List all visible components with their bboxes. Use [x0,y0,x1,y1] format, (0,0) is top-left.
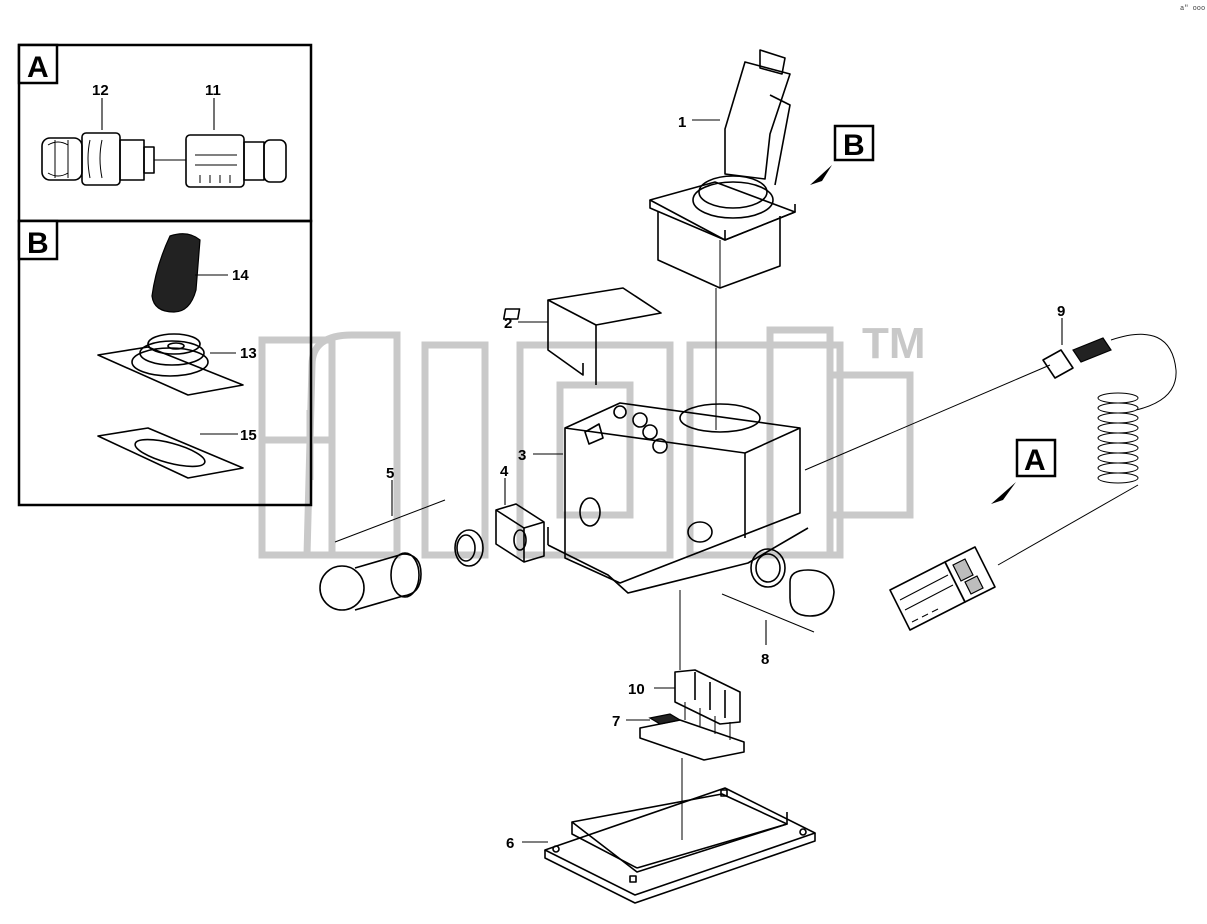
part-label-8: 8 [761,651,769,668]
grip-14 [151,233,201,313]
base-plate-6 [544,787,816,904]
watermark-letter-4 [516,341,674,559]
connector-11 [185,134,287,188]
inset-a-frame [17,43,313,223]
nut-4 [495,503,545,563]
inset-b-frame [17,219,313,507]
callout-b-arrow [810,165,832,185]
callout-a-label: A [1024,444,1046,477]
part-label-3: 3 [518,447,526,464]
relay-10 [674,669,741,740]
cap-8 [750,548,835,617]
inset-a-label-box [17,43,59,85]
corner-mark: a" ooo [1180,5,1205,13]
callout-b-box [833,124,875,162]
inset-a-label: A [27,51,49,84]
cable-9 [997,333,1177,566]
part-label-14: 14 [232,267,249,284]
part-label-4: 4 [500,463,509,480]
watermark-tm: TM [862,319,926,368]
gasket-15 [97,427,244,479]
pcb-7 [639,713,745,761]
watermark-letter-3 [421,341,489,559]
part-label-7: 7 [612,713,620,730]
callout-a-box [1015,438,1057,478]
inset-a: A 12 11 [17,43,313,223]
watermark: TM [258,319,926,559]
bracket-2 [502,287,662,385]
cable-connector [889,546,996,631]
part-label-15: 15 [240,427,257,444]
part-label-11: 11 [205,82,221,99]
part-label-1: 1 [678,114,686,131]
inset-b-label: B [27,227,49,260]
part-label-2: 2 [504,315,512,332]
part-label-9: 9 [1057,303,1065,320]
part-label-13: 13 [240,345,257,362]
watermark-letter-6 [766,326,914,559]
part-label-5: 5 [386,465,394,482]
watermark-letter-5 [686,341,844,559]
ring-bezel [454,529,484,567]
part-label-10: 10 [628,681,645,698]
inset-b-label-box [17,219,59,261]
part-label-6: 6 [506,835,514,852]
callout-b-label: B [843,129,865,162]
housing-3 [547,402,809,594]
pushbutton-5 [319,552,422,611]
callout-a-arrow [991,482,1016,504]
connector-12 [41,132,155,186]
inset-b: B 14 13 15 [17,219,313,507]
part-label-12: 12 [92,82,109,99]
watermark-letter-2 [303,331,401,559]
joystick-1 [649,49,796,289]
boot-13 [97,333,244,396]
watermark-letter-1 [258,336,336,559]
